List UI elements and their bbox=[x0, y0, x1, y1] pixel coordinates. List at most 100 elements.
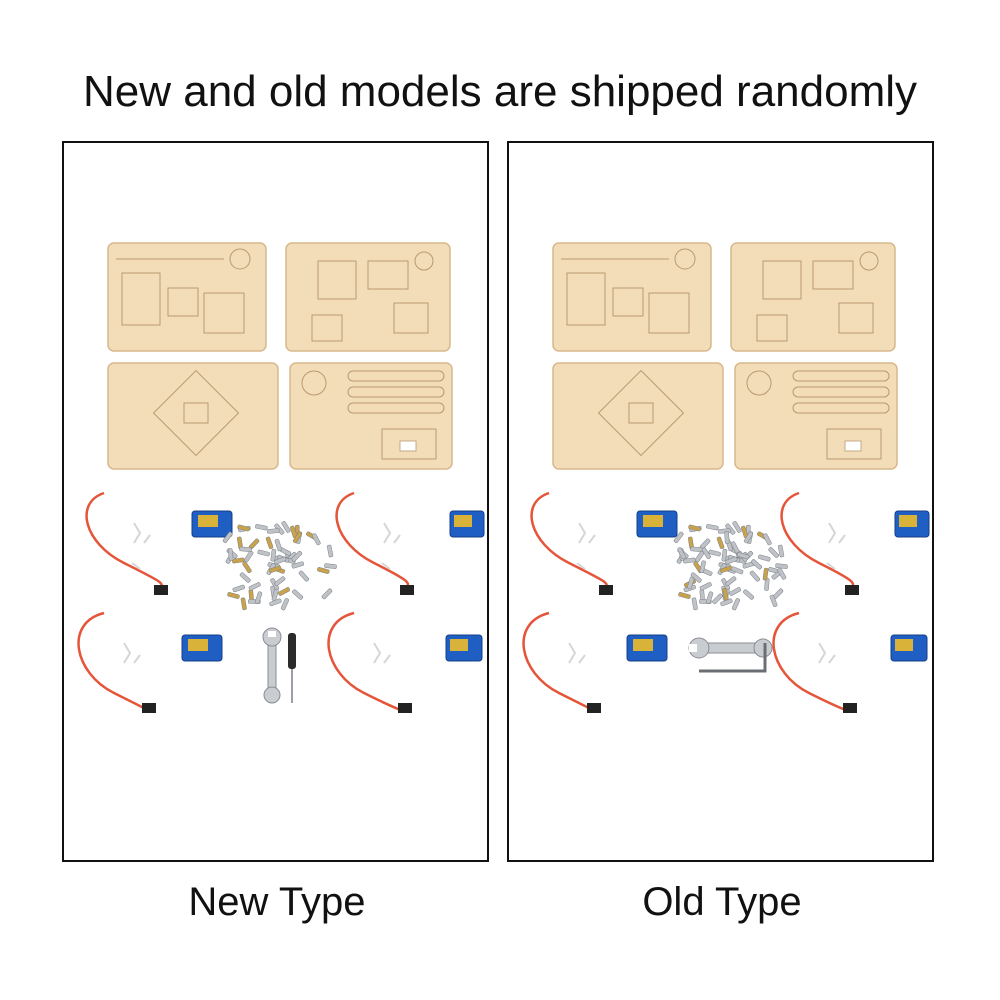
servo-kit-3 bbox=[522, 611, 668, 713]
servo-kit-2 bbox=[335, 491, 485, 595]
screw bbox=[267, 528, 280, 534]
old-type-kit-image bbox=[522, 242, 930, 713]
screw bbox=[227, 548, 234, 561]
screw bbox=[777, 567, 787, 580]
screw bbox=[768, 547, 780, 558]
screw bbox=[731, 598, 741, 611]
screw bbox=[725, 556, 738, 565]
screw bbox=[324, 563, 337, 569]
servo-kit-1 bbox=[85, 491, 233, 595]
screw bbox=[764, 578, 770, 591]
screw bbox=[232, 557, 245, 564]
screw bbox=[729, 587, 742, 596]
screw bbox=[708, 549, 721, 557]
screw bbox=[242, 561, 252, 574]
screw bbox=[725, 576, 737, 587]
screw bbox=[677, 547, 686, 560]
screw-pile bbox=[673, 521, 788, 611]
screw bbox=[268, 565, 282, 573]
screw bbox=[291, 561, 305, 569]
screw bbox=[687, 576, 695, 590]
screw bbox=[239, 546, 252, 552]
screw bbox=[743, 589, 755, 600]
screw bbox=[274, 538, 282, 552]
screw bbox=[244, 550, 254, 563]
screw bbox=[274, 556, 287, 565]
screw bbox=[265, 536, 274, 550]
servo-kit-1 bbox=[530, 491, 678, 595]
screw bbox=[762, 567, 769, 581]
screw bbox=[292, 589, 304, 600]
screw bbox=[777, 544, 785, 558]
screwdriver-icon bbox=[288, 633, 296, 703]
wood-panel-top-right bbox=[730, 242, 896, 352]
screw bbox=[743, 531, 754, 544]
wood-panel-bottom-right bbox=[289, 362, 453, 470]
hex-key-icon bbox=[699, 643, 767, 673]
screw bbox=[724, 531, 730, 544]
screw bbox=[237, 524, 250, 532]
wood-panel-bottom-left bbox=[107, 362, 279, 470]
screw bbox=[291, 551, 303, 562]
screw bbox=[751, 559, 763, 570]
screw bbox=[701, 547, 711, 560]
screw bbox=[716, 536, 725, 550]
screw bbox=[690, 546, 703, 552]
screw bbox=[274, 576, 286, 587]
wood-panel-top-right bbox=[285, 242, 451, 352]
screw bbox=[248, 582, 261, 591]
screw bbox=[732, 521, 742, 533]
screw bbox=[683, 557, 696, 564]
screw bbox=[227, 592, 240, 599]
screw bbox=[269, 598, 282, 607]
wrench-icon bbox=[262, 627, 282, 704]
servo-kit-3 bbox=[77, 611, 223, 713]
screw bbox=[280, 598, 290, 611]
page-headline: New and old models are shipped randomly bbox=[82, 67, 918, 116]
screw bbox=[298, 570, 309, 582]
screw bbox=[270, 548, 277, 562]
wood-panel-bottom-right bbox=[734, 362, 898, 470]
screw bbox=[769, 594, 778, 607]
screw bbox=[292, 531, 303, 544]
screw bbox=[678, 592, 691, 599]
screw bbox=[705, 591, 714, 604]
screw bbox=[278, 587, 291, 596]
screw bbox=[720, 598, 733, 607]
screw bbox=[239, 572, 251, 583]
wood-panel-bottom-left bbox=[552, 362, 724, 470]
screw bbox=[758, 554, 771, 562]
screw bbox=[731, 566, 744, 575]
new-type-caption: New Type bbox=[188, 880, 366, 924]
wood-panel-top-left bbox=[107, 242, 267, 352]
screw bbox=[240, 597, 247, 611]
old-type-panel bbox=[507, 141, 934, 862]
servo-kit-4 bbox=[327, 611, 483, 713]
screw bbox=[317, 567, 330, 574]
new-type-panel bbox=[62, 141, 489, 862]
screw bbox=[326, 544, 334, 558]
screw bbox=[699, 582, 712, 591]
screw bbox=[688, 524, 701, 532]
screw bbox=[254, 591, 263, 604]
wood-panel-top-left bbox=[552, 242, 712, 352]
screw bbox=[699, 560, 706, 574]
screw-pile bbox=[222, 521, 337, 611]
screw bbox=[736, 552, 750, 560]
new-type-kit-image bbox=[77, 242, 485, 713]
screw bbox=[721, 548, 728, 562]
old-type-caption: Old Type bbox=[642, 880, 802, 924]
servo-kit-4 bbox=[772, 611, 928, 713]
screw bbox=[222, 531, 233, 543]
screw bbox=[257, 549, 270, 557]
screw bbox=[321, 588, 333, 600]
servo-kit-2 bbox=[780, 491, 930, 595]
screw bbox=[255, 524, 268, 531]
screw bbox=[690, 572, 702, 583]
screw bbox=[232, 584, 245, 593]
screw bbox=[712, 593, 723, 605]
screw bbox=[312, 533, 321, 546]
wrench-icon bbox=[688, 637, 773, 659]
screw bbox=[281, 521, 291, 533]
screw bbox=[691, 597, 698, 611]
